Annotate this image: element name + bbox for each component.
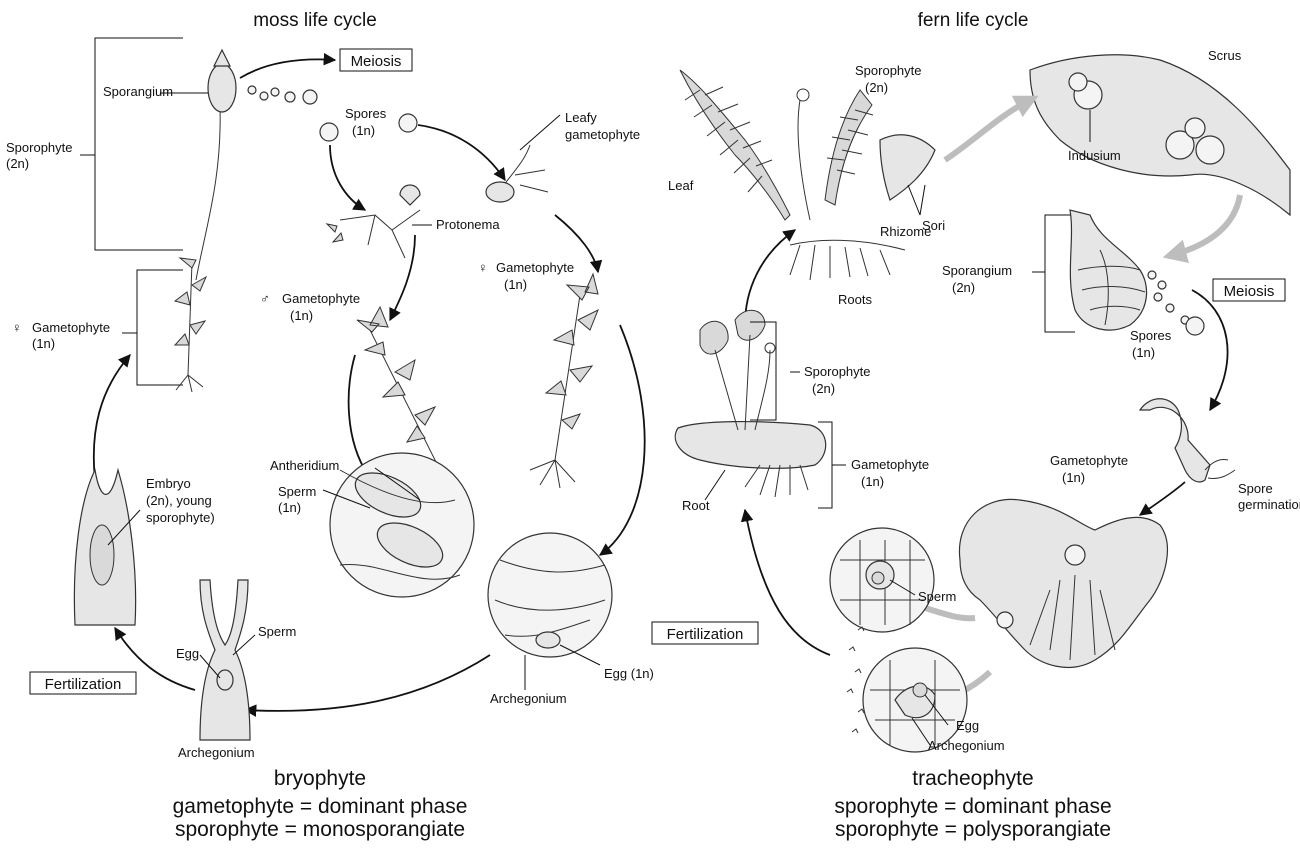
- moss-protonema-label: Protonema: [436, 217, 500, 232]
- moss-leafy-label-2: gametophyte: [565, 127, 640, 142]
- moss-sporangium-capsule: [208, 64, 236, 112]
- moss-spores-label: Spores: [345, 106, 387, 121]
- fern-sporangium-drawing: [1070, 210, 1147, 330]
- fern-egg-label: Egg: [956, 718, 979, 733]
- fern-sporophyte-drawing: [680, 70, 935, 280]
- moss-spores-ploidy: (1n): [352, 123, 375, 138]
- fern-scrus-label: Scrus: [1208, 48, 1242, 63]
- moss-male-gametophyte-ploidy: (1n): [290, 308, 313, 323]
- moss-female-symbol: ♀: [478, 260, 488, 275]
- moss-antheridium-label: Antheridium: [270, 458, 339, 473]
- moss-archegonium-bottom-label: Archegonium: [178, 745, 255, 760]
- moss-spore: [399, 114, 417, 132]
- fern-young-sporophyte-drawing: [675, 310, 825, 497]
- moss-sperm-inset-ploidy: (1n): [278, 500, 301, 515]
- moss-sporophyte-label: Sporophyte: [6, 140, 73, 155]
- fern-gametophyte-ploidy: (1n): [1062, 470, 1085, 485]
- moss-life-cycle: moss life cycle Meiosis Sporophyte (2n) …: [6, 10, 654, 841]
- fern-young-sporophyte-ploidy: (2n): [812, 381, 835, 396]
- moss-title: moss life cycle: [253, 10, 377, 31]
- fern-life-cycle: fern life cycle Sporophyte (2n) Leaf Sor…: [652, 10, 1300, 841]
- moss-male-gametophyte-label: Gametophyte: [282, 291, 360, 306]
- fern-sperm-label: Sperm: [918, 589, 956, 604]
- moss-protonema-drawing: [327, 185, 420, 258]
- moss-embryo-drawing: [74, 470, 135, 625]
- fern-gametophyte-drawing: [959, 499, 1167, 667]
- fern-spore-germination-label-1: Spore: [1238, 481, 1273, 496]
- moss-sperm-label: Sperm: [258, 624, 296, 639]
- fern-meiosis-label: Meiosis: [1224, 283, 1275, 300]
- fern-sorus-drawing: [1030, 55, 1290, 215]
- moss-archegonium-bottom-drawing: [200, 580, 250, 740]
- fern-root-label: Root: [682, 498, 710, 513]
- moss-sporophyte-bracket: [95, 38, 183, 250]
- fern-sporophyte-top-label: Sporophyte: [855, 63, 922, 78]
- fern-sporangium-label: Sporangium: [942, 263, 1012, 278]
- moss-sperm-inset-label: Sperm: [278, 484, 316, 499]
- fern-young-sporophyte-label: Sporophyte: [804, 364, 871, 379]
- moss-archegonium-right-label: Archegonium: [490, 691, 567, 706]
- fern-sporangium-ploidy: (2n): [952, 280, 975, 295]
- moss-female-gametophyte-label: Gametophyte: [496, 260, 574, 275]
- moss-male-symbol: ♂: [260, 291, 270, 306]
- moss-note-2: sporophyte = monosporangiate: [175, 818, 465, 841]
- fern-note-2: sporophyte = polysporangiate: [835, 818, 1111, 841]
- fern-released-spores: [1148, 271, 1204, 335]
- moss-female-shoot-drawing: [530, 274, 598, 488]
- fern-spore-germination-label-2: germination: [1238, 497, 1300, 512]
- fern-spore-germination-drawing: [1140, 399, 1235, 482]
- moss-egg-1n-label: Egg (1n): [604, 666, 654, 681]
- moss-left-gametophyte-ploidy: (1n): [32, 336, 55, 351]
- fern-fertilization-label: Fertilization: [667, 626, 744, 643]
- moss-sporophyte-ploidy: (2n): [6, 156, 29, 171]
- moss-released-spores: [248, 86, 317, 104]
- moss-leafy-gametophyte-drawing: [486, 145, 548, 202]
- fern-young-gametophyte-ploidy: (1n): [861, 474, 884, 489]
- fern-sporophyte-top-ploidy: (2n): [865, 80, 888, 95]
- moss-female-gametophyte-ploidy: (1n): [504, 277, 527, 292]
- moss-embryo-label-2: (2n), young: [146, 493, 212, 508]
- fern-roots-label: Roots: [838, 292, 872, 307]
- moss-left-female-symbol: ♀: [12, 320, 22, 335]
- moss-fertilization-label: Fertilization: [45, 676, 122, 693]
- moss-embryo-label-1: Embryo: [146, 476, 191, 491]
- moss-left-shoot-drawing: [175, 258, 206, 392]
- fern-group: tracheophyte: [912, 767, 1033, 790]
- fern-note-1: sporophyte = dominant phase: [834, 795, 1111, 818]
- moss-gametophyte-bracket: [137, 270, 183, 385]
- fern-spores-label: Spores: [1130, 328, 1172, 343]
- fern-title: fern life cycle: [918, 10, 1029, 31]
- moss-note-1: gametophyte = dominant phase: [173, 795, 468, 818]
- moss-sporangium-label: Sporangium: [103, 84, 173, 99]
- moss-embryo-label-3: sporophyte): [146, 510, 215, 525]
- fern-leaf-label: Leaf: [668, 178, 694, 193]
- fern-archegonium-label: Archegonium: [928, 738, 1005, 753]
- moss-egg-label: Egg: [176, 646, 199, 661]
- fern-indusium-label: Indusium: [1068, 148, 1121, 163]
- moss-leafy-label-1: Leafy: [565, 110, 597, 125]
- fern-rhizome-label: Rhizome: [880, 224, 931, 239]
- fern-sperm-swimmers: [847, 627, 864, 733]
- fern-spores-ploidy: (1n): [1132, 345, 1155, 360]
- moss-seta: [196, 108, 220, 280]
- moss-left-gametophyte-label: Gametophyte: [32, 320, 110, 335]
- moss-meiosis-label: Meiosis: [351, 53, 402, 70]
- fern-young-gametophyte-label: Gametophyte: [851, 457, 929, 472]
- fern-gametophyte-label: Gametophyte: [1050, 453, 1128, 468]
- moss-group: bryophyte: [274, 767, 366, 790]
